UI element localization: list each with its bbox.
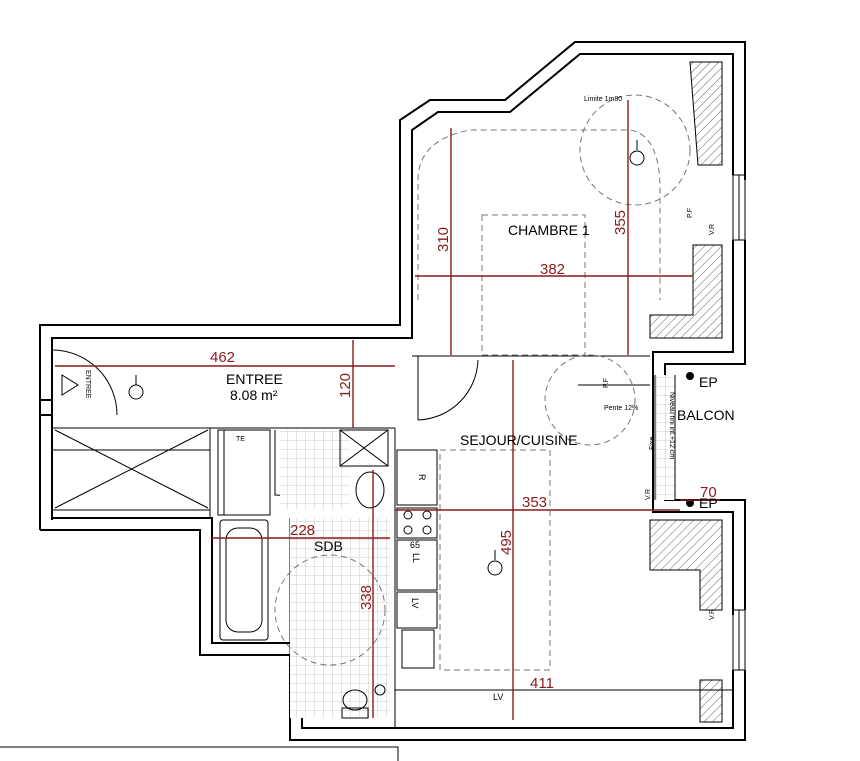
chambre-furniture [417,94,691,446]
label-ep-top: EP [699,374,718,390]
label-sink: LV [493,692,503,702]
windows [732,174,746,671]
room-sdb: SDB [314,538,343,554]
balcony [654,372,694,507]
label-ep-bottom: EP [699,495,718,511]
label-door-entree: ENTREE [84,370,91,399]
dim-310: 310 [435,227,452,252]
dim-382: 382 [540,261,565,278]
label-pf-balcon: P.F [603,378,610,388]
dim-495: 495 [498,530,515,555]
label-vr-sejour: V.R [645,489,652,500]
label-fixe: Fixe [649,437,656,450]
dim-411: 411 [530,675,554,692]
dim-70: 70 [700,484,717,501]
label-washer: LV [410,598,420,608]
entry-door [51,349,118,416]
hatched-walls [649,61,723,723]
dim-65: 65 [410,540,420,550]
label-rail-note: Niveau fini int.+12 cm [668,392,675,459]
label-fridge: R [417,474,427,481]
room-entree: ENTREE [226,371,283,387]
label-te: TE [236,436,245,443]
dim-355: 355 [612,210,629,235]
dimension-lines [55,100,720,720]
dim-462: 462 [210,349,235,366]
accessibility-icon [128,140,645,576]
dim-353: 353 [522,494,547,511]
dim-120: 120 [337,373,354,398]
kitchen [374,449,733,696]
dim-228: 228 [290,522,315,539]
label-dishwasher: LL [411,553,421,563]
label-pf-chambre: P.F [687,208,694,218]
room-entree-area: 8.08 m² [230,387,278,403]
label-vr-right: V.R [709,609,716,620]
label-pente: Pente 12% [604,405,638,412]
room-sejour: SEJOUR/CUISINE [460,432,577,448]
outer-walls [39,41,746,741]
label-vr-chambre: V.R [709,224,716,235]
bathroom [219,429,390,719]
label-limite: Limite 1m80 [584,96,622,103]
room-balcon: BALCON [677,407,735,423]
dim-338: 338 [358,585,375,610]
room-chambre: CHAMBRE 1 [508,222,590,238]
